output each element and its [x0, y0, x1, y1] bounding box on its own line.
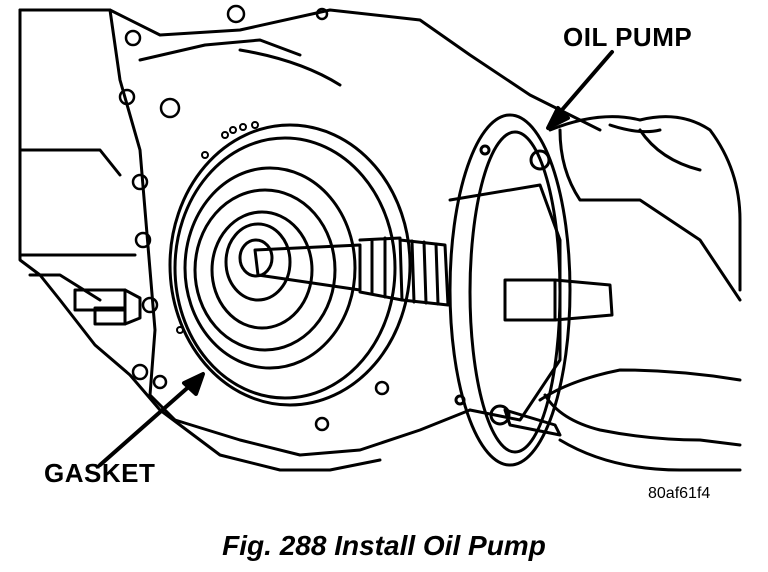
reaction-shaft-hub	[183, 166, 357, 370]
technician-hands	[538, 115, 742, 472]
gasket-label: GASKET	[44, 458, 156, 488]
alignment-pin	[503, 408, 562, 437]
oil-pump	[448, 113, 614, 467]
transmission-case	[18, 8, 602, 472]
figure-code: 80af61f4	[648, 485, 711, 502]
gasket-leader-arrow	[98, 372, 205, 467]
oil-pump-label: OIL PUMP	[563, 22, 693, 52]
case-mounting-bolts	[73, 288, 142, 326]
oil-pump-leader-arrow	[546, 50, 614, 130]
input-shaft	[253, 236, 450, 307]
gasket	[168, 123, 412, 407]
case-small-holes	[176, 121, 259, 334]
figure-caption: Fig. 288 Install Oil Pump	[222, 530, 546, 561]
case-bolt-holes	[118, 4, 390, 432]
